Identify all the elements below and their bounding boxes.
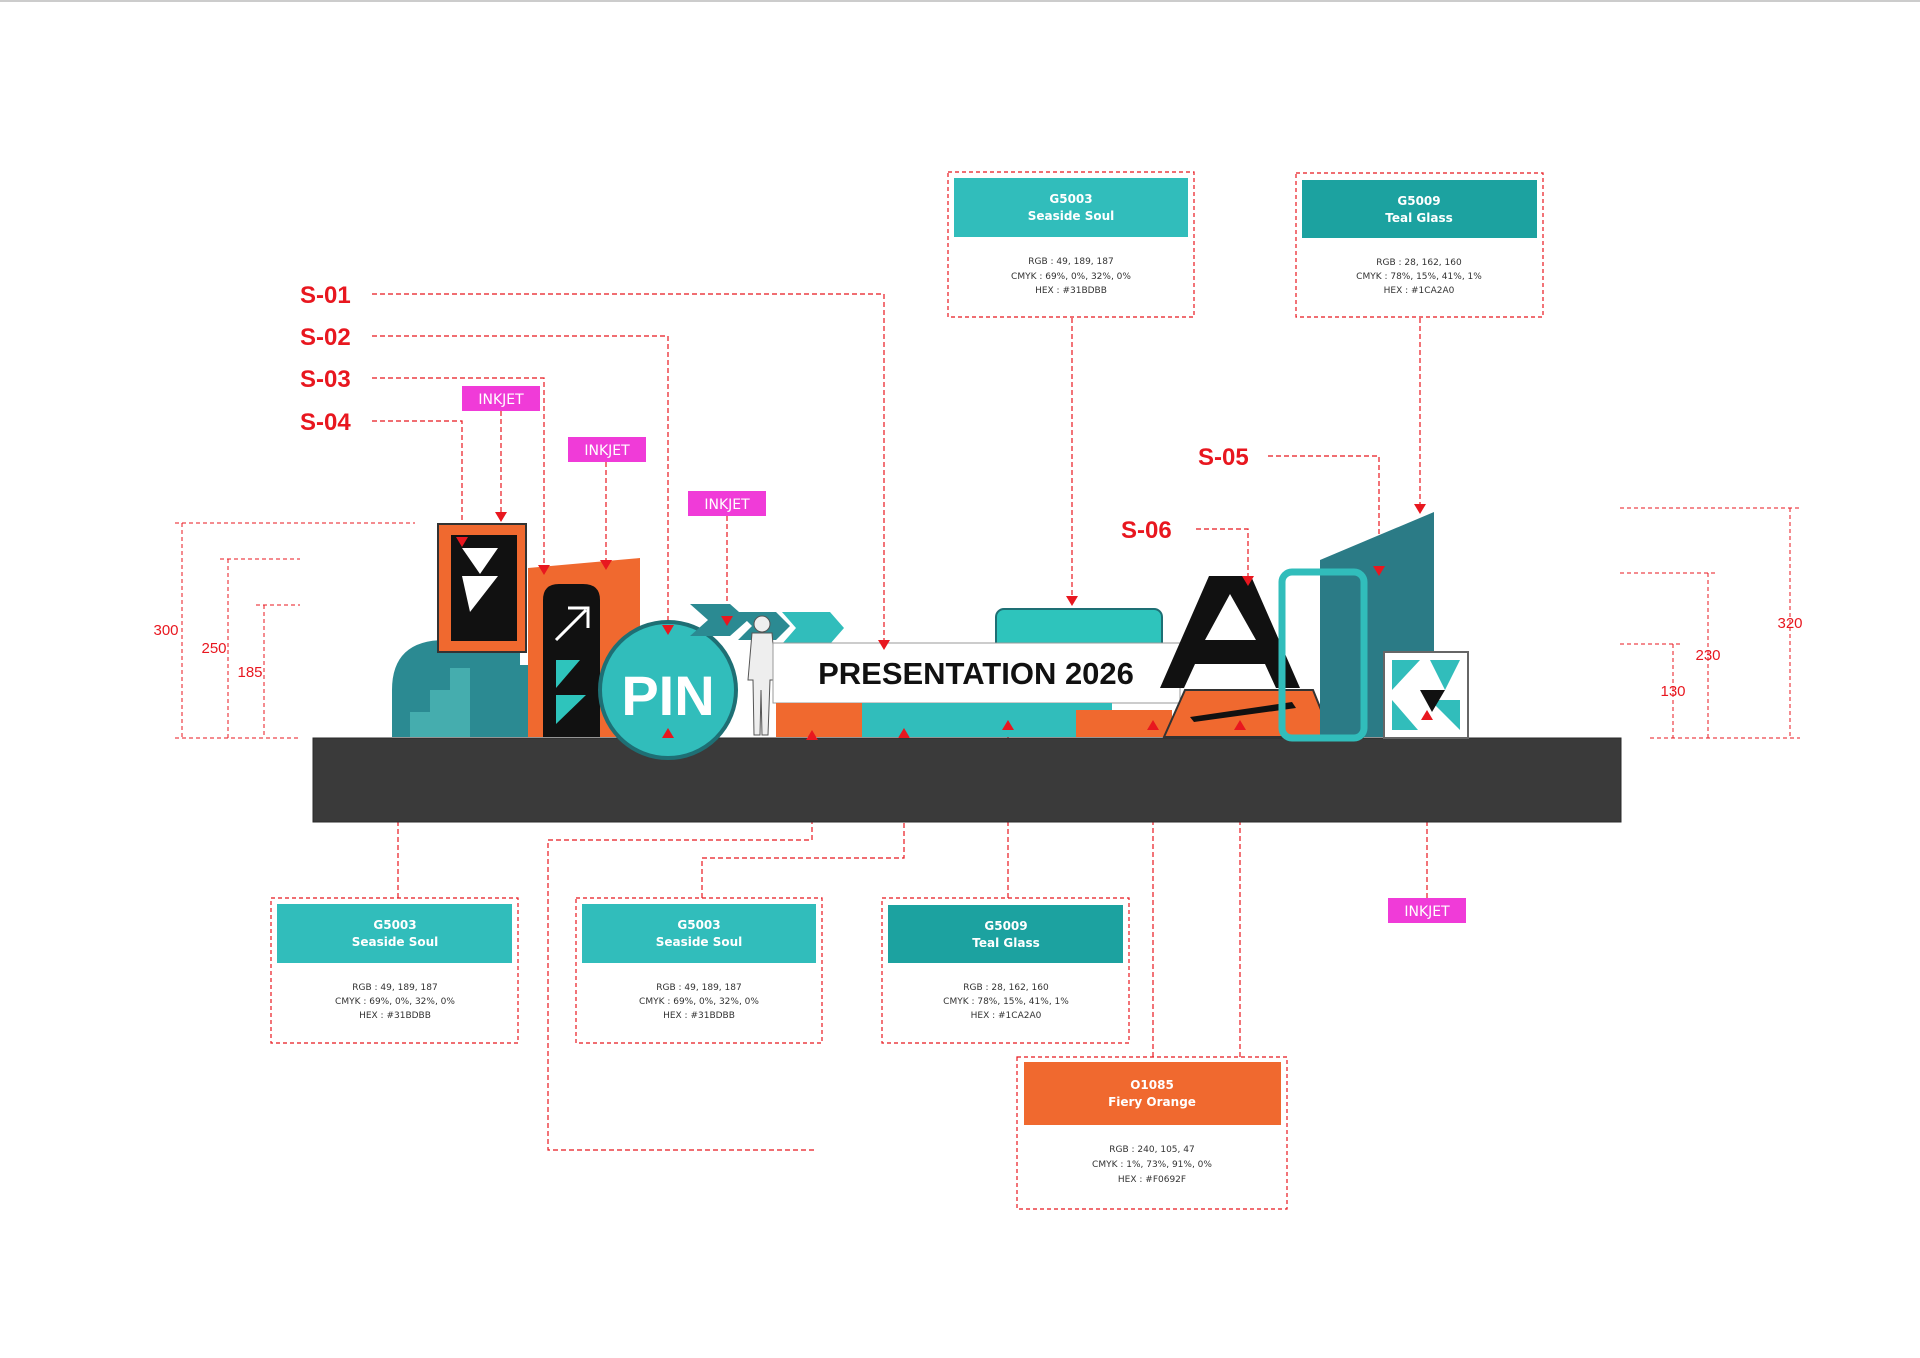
dim-label-250: 250 bbox=[201, 640, 226, 657]
svg-text:INKJET: INKJET bbox=[1404, 904, 1450, 920]
swatch-color-block bbox=[888, 905, 1123, 963]
stage-platform bbox=[313, 738, 1621, 822]
leader-s-02 bbox=[372, 335, 669, 625]
svg-text:CMYK : 1%, 73%, 91%, 0%: CMYK : 1%, 73%, 91%, 0% bbox=[1092, 1160, 1212, 1170]
swatch-card-bottom-3: G5009 Teal Glass RGB : 28, 162, 160 CMYK… bbox=[881, 897, 1130, 1044]
dimension-lines-left bbox=[175, 522, 415, 739]
leader-s-03 bbox=[372, 377, 545, 565]
svg-text:RGB : 49, 189, 187: RGB : 49, 189, 187 bbox=[352, 983, 437, 993]
section-label-s05: S-05 bbox=[1198, 444, 1249, 471]
dim-label-230: 230 bbox=[1695, 647, 1720, 664]
leader-swatch-bottom-2 bbox=[701, 735, 905, 898]
svg-text:O1085: O1085 bbox=[1130, 1078, 1174, 1092]
svg-text:HEX : #F0692F: HEX : #F0692F bbox=[1118, 1175, 1186, 1185]
svg-text:G5009: G5009 bbox=[1397, 194, 1440, 208]
svg-text:HEX : #1CA2A0: HEX : #1CA2A0 bbox=[1384, 286, 1455, 296]
section-labels: S-01 S-02 S-03 S-04 S-05 S-06 bbox=[300, 282, 1249, 544]
svg-text:RGB : 49, 189, 187: RGB : 49, 189, 187 bbox=[656, 983, 741, 993]
leader-s-01 bbox=[372, 293, 885, 640]
swatch-card-bottom-1: G5003 Seaside Soul RGB : 49, 189, 187 CM… bbox=[270, 897, 519, 1044]
svg-text:Teal Glass: Teal Glass bbox=[972, 936, 1039, 950]
section-label-s04: S-04 bbox=[300, 409, 351, 436]
leader-s-05 bbox=[1268, 455, 1380, 570]
svg-text:Seaside Soul: Seaside Soul bbox=[352, 935, 439, 949]
svg-text:INKJET: INKJET bbox=[584, 443, 630, 459]
svg-text:HEX : #31BDBB: HEX : #31BDBB bbox=[663, 1011, 735, 1021]
chevron-1 bbox=[690, 604, 748, 636]
svg-text:Fiery Orange: Fiery Orange bbox=[1108, 1095, 1196, 1109]
letter-a bbox=[1160, 576, 1300, 688]
svg-text:RGB : 240, 105, 47: RGB : 240, 105, 47 bbox=[1109, 1145, 1194, 1155]
teal-outline-frame bbox=[1278, 568, 1368, 742]
svg-text:CMYK : 69%, 0%, 32%, 0%: CMYK : 69%, 0%, 32%, 0% bbox=[639, 997, 759, 1007]
pin-logo-text: PIN bbox=[621, 664, 714, 727]
pin-logo-circle bbox=[598, 620, 738, 760]
dim-label-185: 185 bbox=[237, 664, 262, 681]
dim-label-300: 300 bbox=[153, 622, 178, 639]
section-label-s06: S-06 bbox=[1121, 517, 1172, 544]
inkjet-tag-2: INKJET bbox=[568, 437, 646, 462]
svg-text:INKJET: INKJET bbox=[704, 497, 750, 513]
section-label-s02: S-02 bbox=[300, 324, 351, 351]
svg-text:Seaside Soul: Seaside Soul bbox=[1028, 209, 1115, 223]
svg-text:CMYK : 78%, 15%, 41%, 1%: CMYK : 78%, 15%, 41%, 1% bbox=[1356, 272, 1482, 282]
swatch-card-top-1: G5003 Seaside Soul RGB : 49, 189, 187 CM… bbox=[947, 171, 1195, 318]
leader-s-06 bbox=[1196, 528, 1249, 585]
svg-text:RGB : 28, 162, 160: RGB : 28, 162, 160 bbox=[1376, 258, 1462, 268]
arrowheads bbox=[456, 504, 1433, 740]
leader-s-04 bbox=[372, 420, 463, 545]
svg-text:CMYK : 78%, 15%, 41%, 1%: CMYK : 78%, 15%, 41%, 1% bbox=[943, 997, 1069, 1007]
svg-text:HEX : #31BDBB: HEX : #31BDBB bbox=[359, 1011, 431, 1021]
inkjet-tags: INKJET INKJET INKJET INKJET bbox=[462, 386, 1466, 923]
svg-text:HEX : #1CA2A0: HEX : #1CA2A0 bbox=[971, 1011, 1042, 1021]
svg-text:INKJET: INKJET bbox=[478, 392, 524, 408]
svg-text:G5003: G5003 bbox=[677, 918, 720, 932]
svg-text:G5003: G5003 bbox=[1049, 192, 1092, 206]
dim-label-130: 130 bbox=[1660, 683, 1685, 700]
section-label-s01: S-01 bbox=[300, 282, 351, 309]
svg-text:G5009: G5009 bbox=[984, 919, 1027, 933]
swatch-color-block bbox=[954, 178, 1188, 237]
orange-low-block-2 bbox=[1076, 710, 1172, 737]
orange-low-block bbox=[776, 703, 862, 737]
svg-text:Seaside Soul: Seaside Soul bbox=[656, 935, 743, 949]
dimension-lines-right bbox=[1620, 507, 1800, 739]
teal-low-block bbox=[862, 703, 1112, 737]
human-scale-figure bbox=[747, 615, 777, 736]
inkjet-tag-1: INKJET bbox=[462, 386, 540, 411]
svg-text:HEX : #31BDBB: HEX : #31BDBB bbox=[1035, 286, 1107, 296]
section-label-s03: S-03 bbox=[300, 366, 351, 393]
svg-text:CMYK : 69%, 0%, 32%, 0%: CMYK : 69%, 0%, 32%, 0% bbox=[335, 997, 455, 1007]
dim-label-320: 320 bbox=[1777, 615, 1802, 632]
main-banner bbox=[772, 642, 1181, 704]
svg-text:CMYK : 69%, 0%, 32%, 0%: CMYK : 69%, 0%, 32%, 0% bbox=[1011, 272, 1131, 282]
inkjet-tag-3: INKJET bbox=[688, 491, 766, 516]
svg-text:Teal Glass: Teal Glass bbox=[1385, 211, 1452, 225]
swatch-color-block bbox=[582, 904, 816, 963]
booth-illustration: PIN PRESENTATION 2026 bbox=[312, 512, 1622, 823]
swatch-color-block bbox=[1302, 180, 1537, 238]
swatch-color-block bbox=[1024, 1062, 1281, 1125]
svg-text:G5003: G5003 bbox=[373, 918, 416, 932]
swatch-card-top-2: G5009 Teal Glass RGB : 28, 162, 160 CMYK… bbox=[1295, 172, 1544, 318]
svg-text:RGB : 28, 162, 160: RGB : 28, 162, 160 bbox=[963, 983, 1049, 993]
inkjet-tag-4: INKJET bbox=[1388, 898, 1466, 923]
swatch-card-orange: O1085 Fiery Orange RGB : 240, 105, 47 CM… bbox=[1016, 1056, 1288, 1210]
chevron-3 bbox=[782, 612, 844, 644]
svg-text:RGB : 49, 189, 187: RGB : 49, 189, 187 bbox=[1028, 257, 1113, 267]
banner-title: PRESENTATION 2026 bbox=[818, 656, 1134, 691]
swatch-color-block bbox=[277, 904, 512, 963]
swatch-card-bottom-2: G5003 Seaside Soul RGB : 49, 189, 187 CM… bbox=[575, 897, 823, 1044]
